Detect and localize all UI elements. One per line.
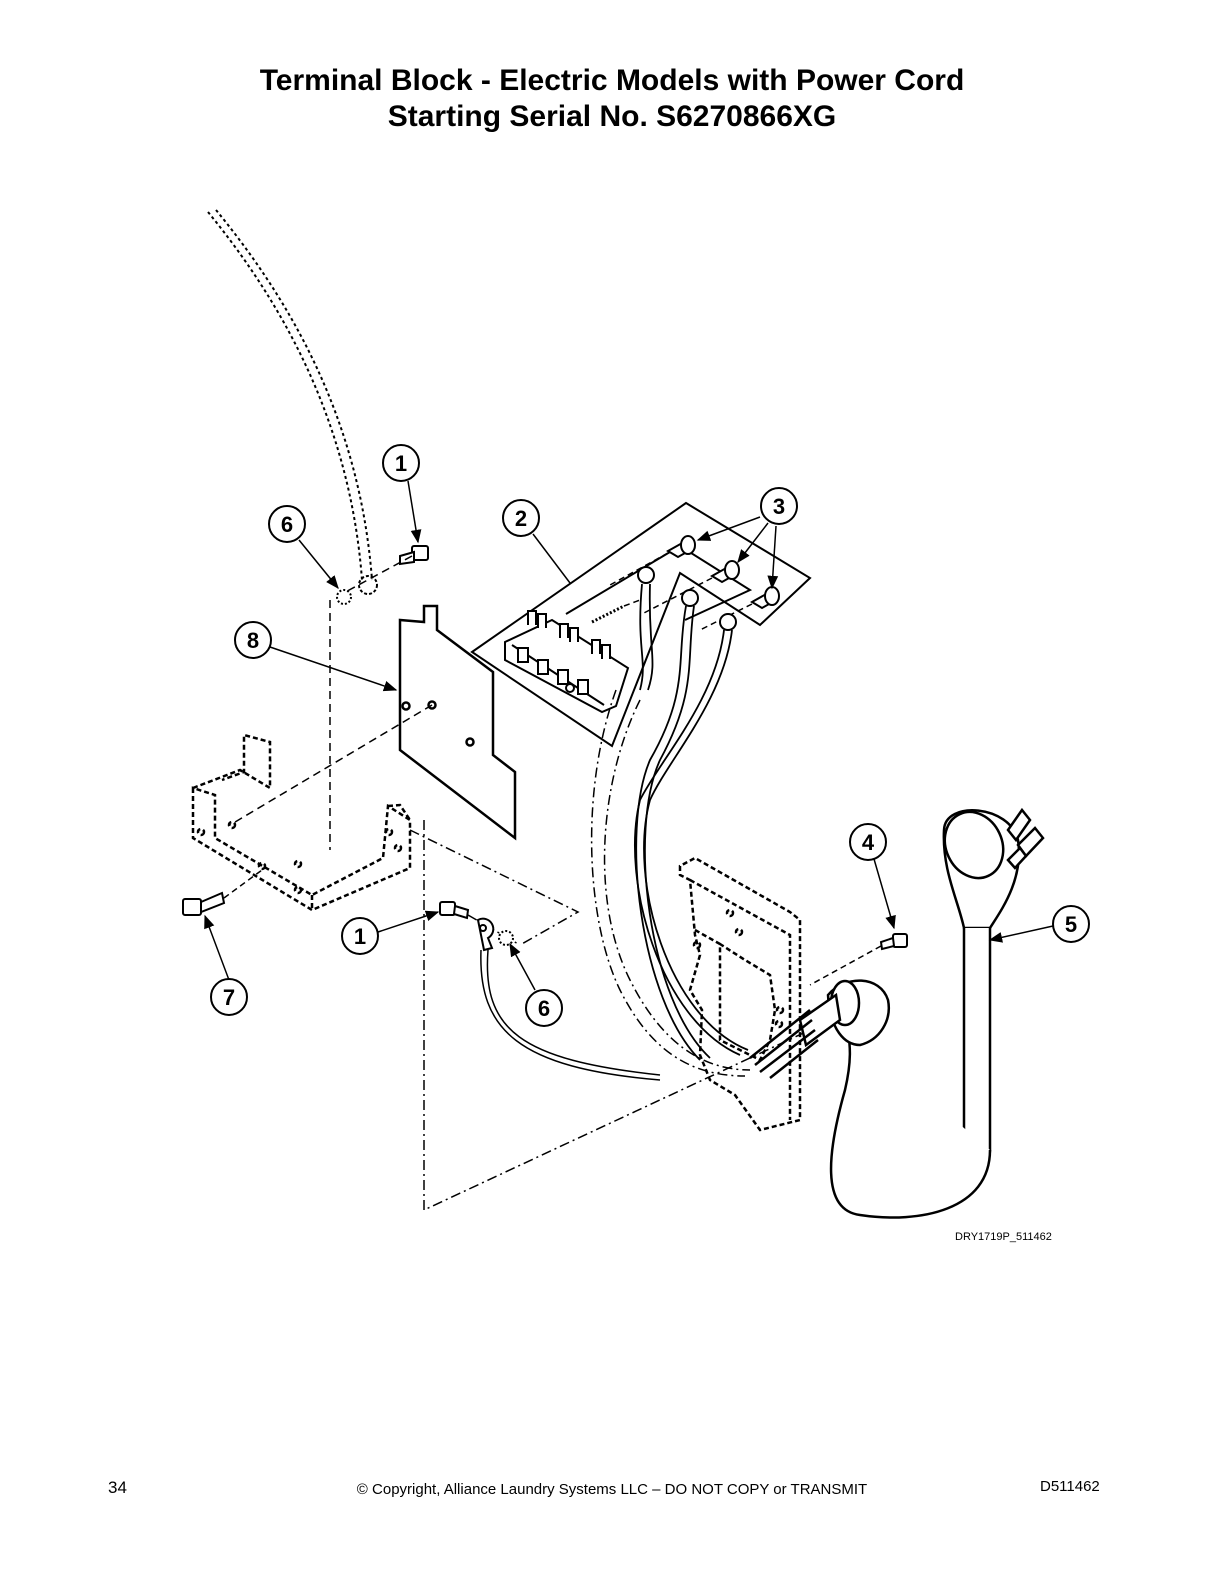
svg-text:7: 7: [223, 985, 235, 1010]
mounting-plate-part-8: [398, 604, 517, 841]
page-title-line1: Terminal Block - Electric Models with Po…: [259, 64, 965, 97]
screw-part-1-top: [399, 545, 429, 566]
callout-leaders: [204, 480, 1054, 991]
callout-1-top: 1: [382, 444, 420, 482]
svg-text:1: 1: [395, 451, 407, 476]
wire-ring-terminals: [637, 566, 737, 631]
drawing-code: DRY1719P_511462: [955, 1231, 1052, 1243]
lock-washer-part-6-bottom: [498, 930, 514, 946]
callout-4: 4: [849, 823, 887, 861]
lock-washer-part-6-top: [336, 589, 352, 605]
svg-text:3: 3: [773, 494, 785, 519]
callout-5: 5: [1052, 905, 1090, 943]
svg-text:6: 6: [281, 512, 293, 537]
ring-terminal-top: [358, 575, 378, 595]
svg-text:6: 6: [538, 996, 550, 1021]
strain-relief-connector: [749, 979, 890, 1079]
terminal-block-kit-part-2: [470, 501, 812, 748]
screw-part-1-bottom: [439, 901, 470, 920]
power-leads: [634, 583, 749, 1061]
callout-6-bottom: 6: [525, 989, 563, 1027]
bolt-part-7: [182, 891, 226, 916]
callout-7: 7: [210, 978, 248, 1016]
callout-8: 8: [234, 621, 272, 659]
ground-ring-terminal-bottom: [476, 917, 495, 952]
screws-part-3: [666, 535, 780, 610]
assembly-guide-lines: [409, 820, 811, 1212]
svg-text:2: 2: [515, 506, 527, 531]
rear-bracket-dashed: [678, 856, 802, 1132]
terminal-block: [504, 610, 630, 714]
svg-text:8: 8: [247, 628, 259, 653]
callout-3: 3: [760, 487, 798, 525]
callout-1-bottom: 1: [341, 917, 379, 955]
callout-6-top: 6: [268, 505, 306, 543]
dashed-lower-bracket: [191, 733, 412, 912]
power-cord-part-5: [829, 807, 1045, 1219]
copyright-notice: © Copyright, Alliance Laundry Systems LL…: [356, 1481, 868, 1498]
page-number: 34: [108, 1478, 127, 1497]
callout-2: 2: [502, 499, 540, 537]
svg-text:5: 5: [1065, 912, 1077, 937]
page-title-line2: Starting Serial No. S6270866XG: [387, 100, 837, 133]
svg-text:1: 1: [354, 924, 366, 949]
document-number: D511462: [1040, 1478, 1100, 1495]
svg-text:4: 4: [862, 830, 875, 855]
screw-part-4: [879, 933, 908, 951]
harness-cable-dotted: [207, 209, 373, 581]
